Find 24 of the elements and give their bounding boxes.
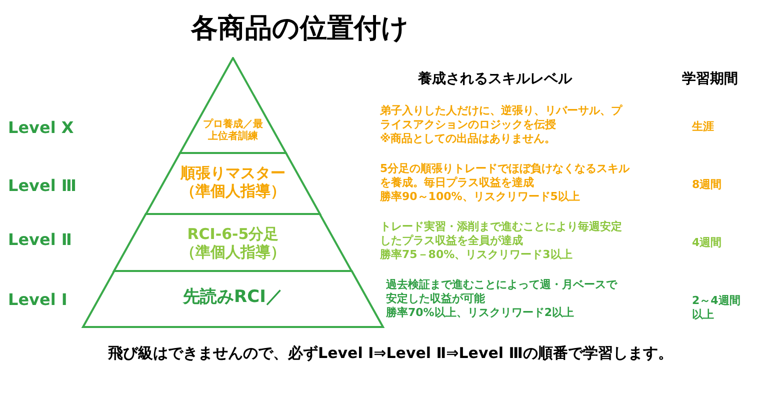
description-text: ※商品としての出品はありません。 [380, 132, 557, 146]
column-header: 学習期間 [681, 70, 739, 88]
description-text: 過去検証まで進むことによって週・月ベースで安定した収益が可能 [386, 278, 618, 306]
level-label: Level X [8, 118, 74, 137]
description-text: 5分足の順張りトレードでほぼ負けなくなるスキルを養成。毎日プラス収益を達成 [380, 162, 630, 190]
level-label: Level Ⅲ [8, 176, 77, 195]
level-label: Level Ⅰ [8, 290, 68, 309]
duration-text: 生涯 [692, 120, 715, 134]
column-header: 養成されるスキルレベル [417, 70, 574, 88]
description-text: トレード実習・添削まで進むことにより毎週安定したプラス収益を全員が達成 [380, 220, 623, 248]
level-label: Level Ⅱ [8, 230, 72, 249]
band-label: 先読みRCI／ [182, 287, 284, 308]
description-text: 弟子入りした人だけに、逆張り、リバーサル、プライスアクションのロジックを伝授 [380, 104, 624, 132]
description-text: 勝率90～100%、リスクリワード5以上 [380, 190, 581, 204]
caption: 飛び級はできませんので、必ずLevel Ⅰ⇒Level Ⅱ⇒Level Ⅲの順番で学習します。 [107, 344, 674, 363]
band-label: プロ養成／最上位者訓練 [202, 119, 264, 143]
description-text: 勝率75－80%、リスクリワード3以上 [380, 248, 574, 262]
duration-text: 4週間 [692, 236, 723, 250]
band-label: RCI-6-5分足（準個人指導） [179, 225, 286, 261]
duration-text: 8週間 [692, 178, 723, 192]
band-label: 順張りマスター（準個人指導） [179, 164, 286, 200]
duration-text: 2～4週間以上 [692, 294, 742, 322]
title: 各商品の位置付け [190, 12, 410, 46]
description-text: 勝率70%以上、リスクリワード2以上 [386, 306, 575, 320]
